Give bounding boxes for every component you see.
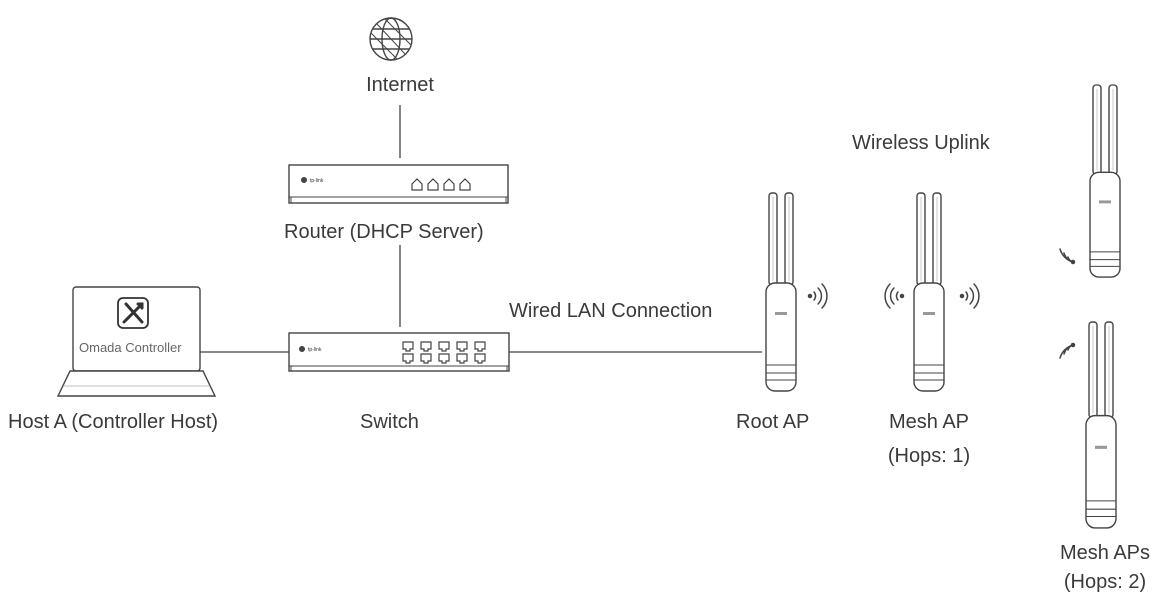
switch-brand: tp-link [308, 347, 322, 353]
router-icon: tp-link [288, 164, 509, 204]
wireless-signal-icon [884, 283, 905, 309]
mesh-ap-hops-label: (Hops: 1) [887, 445, 971, 467]
mesh-ap-label: Mesh AP [888, 411, 970, 433]
wireless-signal-icon [1059, 342, 1076, 359]
switch-label: Switch [360, 411, 419, 433]
wireless-signal-icon [1059, 248, 1076, 265]
globe-icon [369, 17, 413, 61]
omada-controller-label: Omada Controller [79, 340, 182, 355]
wireless-uplink-label: Wireless Uplink [852, 132, 990, 154]
router-brand: tp-link [310, 178, 324, 184]
access-point-icon [1089, 84, 1121, 278]
wired-connection-label: Wired LAN Connection [509, 300, 713, 322]
wireless-signal-icon [807, 283, 828, 309]
mesh-aps-hops-label: (Hops: 2) [1063, 571, 1147, 593]
router-label: Router (DHCP Server) [284, 221, 484, 243]
access-point-icon [765, 192, 797, 392]
mesh-aps-label: Mesh APs [1059, 542, 1151, 564]
root-ap-label: Root AP [736, 411, 810, 433]
access-point-icon [1085, 321, 1117, 529]
access-point-icon [913, 192, 945, 392]
wireless-signal-icon [959, 283, 980, 309]
switch-icon: tp-link [288, 332, 510, 372]
laptop-icon [56, 286, 217, 397]
host-label: Host A (Controller Host) [8, 411, 219, 433]
connection-lines [200, 105, 762, 353]
internet-label: Internet [366, 74, 434, 96]
